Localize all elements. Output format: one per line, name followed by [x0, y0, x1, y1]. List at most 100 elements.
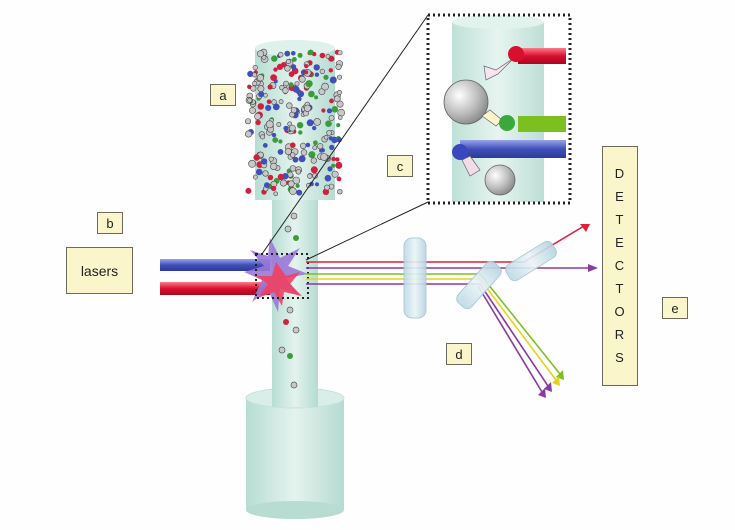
cell-dot: [267, 174, 274, 181]
cell-dot: [272, 137, 279, 143]
cell-dot: [336, 90, 342, 96]
cell-dot: [310, 166, 318, 174]
cell-dot: [284, 65, 291, 72]
detectors-letter: O: [614, 304, 626, 319]
cell-dot: [278, 139, 283, 144]
cell-dot: [336, 123, 341, 128]
cell-dot: [333, 95, 341, 103]
cell-dot: [290, 107, 298, 114]
detectors-letter: C: [614, 258, 626, 273]
detectors-letter: E: [615, 235, 625, 250]
cell-dot: [255, 119, 261, 126]
cell-dot: [329, 76, 337, 84]
cell-dot: [304, 64, 309, 69]
cell-dot: [325, 54, 331, 59]
cell-dot: [273, 67, 278, 72]
cell-dot: [308, 90, 315, 98]
cell-dot: [304, 104, 312, 112]
cell-dot: [305, 142, 311, 148]
cell-dot: [249, 107, 256, 114]
cell-dot: [300, 142, 307, 149]
cell-dot: [258, 91, 265, 98]
cell-dot: [328, 68, 333, 73]
cell-dot: [290, 142, 296, 148]
cell-dot: [268, 156, 274, 162]
cell-dot: [262, 170, 269, 177]
cell-dot: [267, 84, 273, 90]
cell-dot: [314, 95, 319, 100]
cell-dot: [323, 74, 329, 80]
cell-dot: [288, 82, 294, 88]
cell-dot: [313, 140, 318, 146]
cell-dot: [256, 74, 265, 82]
cell-dot: [270, 74, 277, 81]
zoom-callout: [255, 14, 429, 299]
cell-dot: [297, 90, 305, 98]
cell-dot: [276, 63, 284, 70]
cell-dot: [265, 104, 272, 111]
cell-dot: [262, 143, 268, 148]
cell-dot: [271, 55, 278, 62]
cell-dot: [319, 52, 326, 59]
cell-dot: [312, 125, 317, 131]
detectors-letter: T: [615, 281, 625, 296]
cell-dot: [265, 120, 274, 129]
cell-dot: [326, 108, 333, 114]
label-e: e: [662, 297, 688, 319]
cell-dot: [308, 151, 316, 159]
cell-dot: [260, 158, 268, 165]
cell-dot: [277, 149, 284, 155]
cell-dot: [287, 180, 295, 188]
cell-dot: [260, 134, 266, 140]
cell-dot: [331, 156, 336, 162]
cell-dot: [257, 103, 265, 110]
cell-dot: [271, 132, 277, 138]
cell-dot: [304, 70, 309, 75]
cell-dot: [286, 102, 293, 109]
cell-dot: [278, 99, 284, 105]
cell-dot: [312, 145, 318, 151]
cell-dot: [297, 52, 303, 58]
cell-dot: [273, 191, 279, 197]
cell-dot: [252, 72, 258, 78]
ray-arrowheads: [538, 224, 598, 398]
detectors-letter: R: [614, 327, 626, 342]
cell-dot: [325, 120, 332, 127]
cell-dot: [297, 96, 302, 102]
cell-dot: [329, 144, 335, 150]
cell-dot: [296, 122, 304, 129]
detectors-letter: D: [614, 166, 626, 181]
cell-dot: [307, 49, 314, 56]
cell-dot: [314, 182, 320, 187]
cell-dot: [314, 72, 320, 77]
collection-cylinder: [245, 387, 345, 519]
cell-dot: [252, 174, 258, 180]
cell-dot: [321, 108, 326, 113]
cell-dot: [295, 169, 302, 175]
cell-dot: [290, 64, 297, 70]
cell-dot: [329, 98, 334, 104]
cell-dot: [270, 162, 278, 170]
cell-dot: [295, 183, 300, 188]
label-b: b: [97, 212, 123, 234]
lasers-label: lasers: [66, 247, 133, 294]
cell-dot: [257, 85, 265, 93]
cell-dot: [252, 64, 258, 71]
cell-dot: [331, 163, 336, 168]
cell-dot: [292, 85, 300, 93]
cell-dot: [313, 118, 322, 126]
cell-dot: [305, 80, 313, 88]
cell-dot: [310, 157, 317, 164]
cell-dot: [288, 124, 296, 132]
cell-dot: [284, 148, 292, 156]
cell-dot: [336, 176, 342, 182]
cell-dot: [335, 157, 340, 162]
cell-dot: [331, 106, 339, 113]
cell-dot: [294, 81, 300, 87]
cell-dot: [291, 51, 296, 56]
cell-dot: [313, 64, 320, 71]
cell-dot: [248, 159, 256, 168]
stream-cells: [278, 212, 300, 389]
cell-dot: [336, 100, 344, 108]
